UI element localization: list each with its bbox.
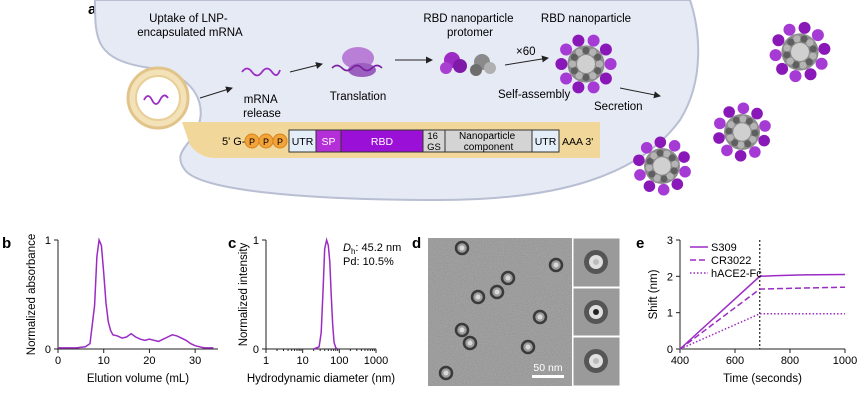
em-particle-4 [470,289,486,305]
y-tick-label: 1 [45,235,51,247]
arrow-release [199,86,233,99]
x-axis-label: Elution volume (mL) [87,373,189,385]
ribosome-small [348,63,376,77]
gs-label: 16 GS [427,131,441,153]
x-tick-label: 10 [98,355,110,367]
nanoparticle-2 [769,21,831,83]
lnp-vesicle-inner [135,75,181,121]
utr-label-5: UTR [292,136,314,148]
x-tick-label: 800 [781,355,799,367]
class-averages [572,237,621,387]
x-tick-label: 0 [55,355,61,367]
em-particle-2 [548,257,564,273]
free-mrna [241,67,281,77]
y-axis-label: Shift (nm) [648,269,660,319]
series-line-hace2-fc [679,313,845,350]
poly-a-tail-label: AAA 3' [562,136,593,148]
secretion-label: Secretion [594,101,643,113]
em-micrograph: 50 nm [428,238,572,386]
y-tick-label: 3 [667,235,673,247]
five-prime-label: 5' G- [222,136,246,148]
em-particle-8 [520,339,536,355]
series-line-s309 [679,273,846,350]
em-particles [438,240,564,381]
nanoparticle-component-label: Nanoparticle component [459,131,518,153]
series-line-cr3022 [679,286,846,350]
y-axis-label: Normalized absorbance [26,234,38,355]
x-axis-label: Hydrodynamic diameter (nm) [247,373,395,385]
x-tick-label: 1000 [364,355,388,367]
y-tick-label: 2 [667,271,673,283]
x-tick-label: 1000 [833,355,857,367]
class-average-2 [572,287,621,337]
y-tick-label: 1 [253,235,259,247]
legend-label: CR3022 [711,255,751,267]
panel-c-letter: c [228,235,236,252]
y-tick-label: 0 [45,344,51,356]
nanoparticle-label: RBD nanoparticle [541,13,631,25]
em-particle-3 [489,284,505,300]
legend-label: hACE2-Fc [711,268,762,280]
utr-label-3: UTR [535,136,557,148]
em-particle-7 [462,335,478,351]
dh-annotation: Dh: 45.2 nm [343,242,401,256]
y-tick-label: 1 [667,308,673,320]
em-particle-6 [454,322,470,338]
x-tick-label: 600 [726,355,744,367]
self-assembly-label: Self-assembly [498,89,570,101]
mrna-in-vesicle [143,94,169,105]
x-tick-label: 1 [263,355,269,367]
sp-label: SP [321,136,335,148]
protomer-label: RBD nanoparticle protomer [423,13,516,39]
x-tick-label: 20 [143,355,155,367]
series-line-main [313,237,339,350]
nanoparticle-3 [713,102,771,162]
uptake-label: Uptake of LNP- encapsulated mRNA [137,13,243,39]
nanoparticle-1 [555,34,617,94]
x-tick-label: 100 [330,355,348,367]
p-label-1: P [249,137,255,147]
em-particle-10 [500,270,516,286]
nanoparticle-4 [633,136,691,196]
translating-mrna [331,64,383,72]
translation-label: Translation [330,91,386,103]
utr-box-3 [531,129,560,153]
panel-b-letter: b [2,235,11,252]
em-particle-9 [438,365,454,381]
arrow-secretion [619,87,661,99]
scale-bar-label: 50 nm [533,362,562,374]
series-line-main [58,237,214,349]
micrograph-noise [428,238,572,386]
panel-d-letter: d [412,235,421,252]
p-label-3: P [277,137,283,147]
phosphate-icon-3 [272,133,288,149]
p-label-2: P [263,137,269,147]
arrow-translation [289,62,323,73]
x-axis-label: Time (seconds) [723,373,802,385]
panel-e-letter: e [636,235,644,252]
rbd-protomer [440,52,496,76]
x-tick-label: 10 [297,355,309,367]
em-particle-5 [532,309,548,325]
pd-annotation: Pd: 10.5% [343,256,394,268]
nanoparticle-group [555,21,831,196]
y-tick-label: 0 [253,344,259,356]
legend-label: S309 [711,242,737,254]
rbd-label: RBD [371,136,394,148]
y-tick-label: 0 [667,344,673,356]
times-sixty-label: ×60 [516,46,536,58]
panel-a-letter: a [88,1,97,18]
arrow-assembly [504,55,549,66]
y-axis-label: Normalized intensity [238,242,250,346]
x-tick-label: 400 [671,355,689,367]
x-tick-label: 30 [189,355,201,367]
scale-bar [532,375,564,378]
em-particle-1 [454,240,470,256]
mrna-release-label: mRNA release [243,94,281,120]
phosphate-group: P P P [244,133,288,149]
